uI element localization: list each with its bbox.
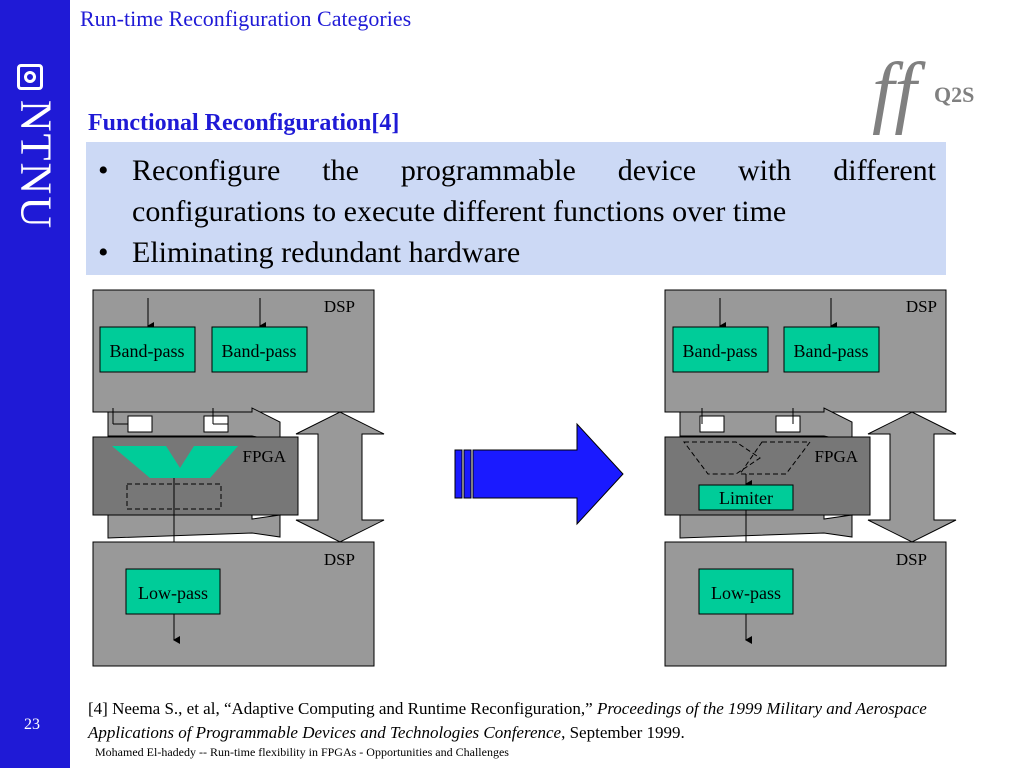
right-lowpass <box>698 568 794 615</box>
left-top-dsp-label: DSP <box>324 297 355 316</box>
right-limiter-label: Limiter <box>719 488 773 508</box>
sidebar: NTNU 23 <box>0 0 70 768</box>
section-title: Functional Reconfiguration[4] <box>88 110 400 136</box>
reconfiguration-diagram: DSP Band-pass Band-pass FPGA DSP Low-pas… <box>92 289 957 667</box>
bullet-dot-icon: • <box>98 236 109 269</box>
reference-journal: Proceedings of the 1999 Military and Aer… <box>88 699 927 742</box>
reference-citation: [4] Neema S., et al, “Adaptive Computing… <box>88 697 993 745</box>
q2s-logo: ff Q2S <box>872 48 974 136</box>
bullet-item: • Eliminating redundant hardware <box>98 232 936 273</box>
right-fpga-label: FPGA <box>815 447 859 466</box>
transition-arrow-icon <box>454 422 624 526</box>
left-fpga-label: FPGA <box>243 447 287 466</box>
q2s-logo-text: Q2S <box>934 82 974 107</box>
right-system: DSP Band-pass Band-pass FPGA Limiter DSP… <box>664 289 957 667</box>
left-system: DSP Band-pass Band-pass FPGA DSP Low-pas… <box>92 289 385 667</box>
ntnu-brand-text: NTNU <box>11 99 61 231</box>
bullet-box: • Reconfigure the programmable device wi… <box>86 142 946 275</box>
left-bandpass-1-label: Band-pass <box>110 341 185 361</box>
bullet-item: • Reconfigure the programmable device wi… <box>98 150 936 232</box>
left-lowpass-label: Low-pass <box>138 583 208 603</box>
bullet-text: Reconfigure the programmable device with… <box>132 154 936 228</box>
left-lowpass <box>125 568 221 615</box>
bullet-dot-icon: • <box>98 154 109 187</box>
bullet-text: Eliminating redundant hardware <box>132 236 521 269</box>
right-bandpass-1-label: Band-pass <box>683 341 758 361</box>
footer-text: Mohamed El-hadedy -- Run-time flexibilit… <box>95 745 509 759</box>
right-bandpass-1 <box>672 326 769 373</box>
right-top-dsp-label: DSP <box>906 297 937 316</box>
left-bottom-dsp-label: DSP <box>324 550 355 569</box>
right-bandpass-2-label: Band-pass <box>794 341 869 361</box>
right-limiter <box>698 484 794 511</box>
ntnu-logo-icon <box>17 64 43 90</box>
slide-title: Run-time Reconfiguration Categories <box>80 6 412 31</box>
left-bandpass-2-label: Band-pass <box>222 341 297 361</box>
svg-text:ff: ff <box>872 48 926 136</box>
right-bandpass-2 <box>783 326 880 373</box>
left-bandpass-2 <box>211 326 308 373</box>
right-lowpass-label: Low-pass <box>711 583 781 603</box>
reference-suffix: , September 1999. <box>561 723 685 742</box>
reference-prefix: [4] Neema S., et al, “Adaptive Computing… <box>88 699 597 718</box>
right-bottom-dsp-label: DSP <box>896 550 927 569</box>
right-double-arrow-icon <box>867 411 957 543</box>
left-bandpass-1 <box>99 326 196 373</box>
slide-number: 23 <box>24 716 40 733</box>
left-double-arrow-icon <box>295 411 385 543</box>
